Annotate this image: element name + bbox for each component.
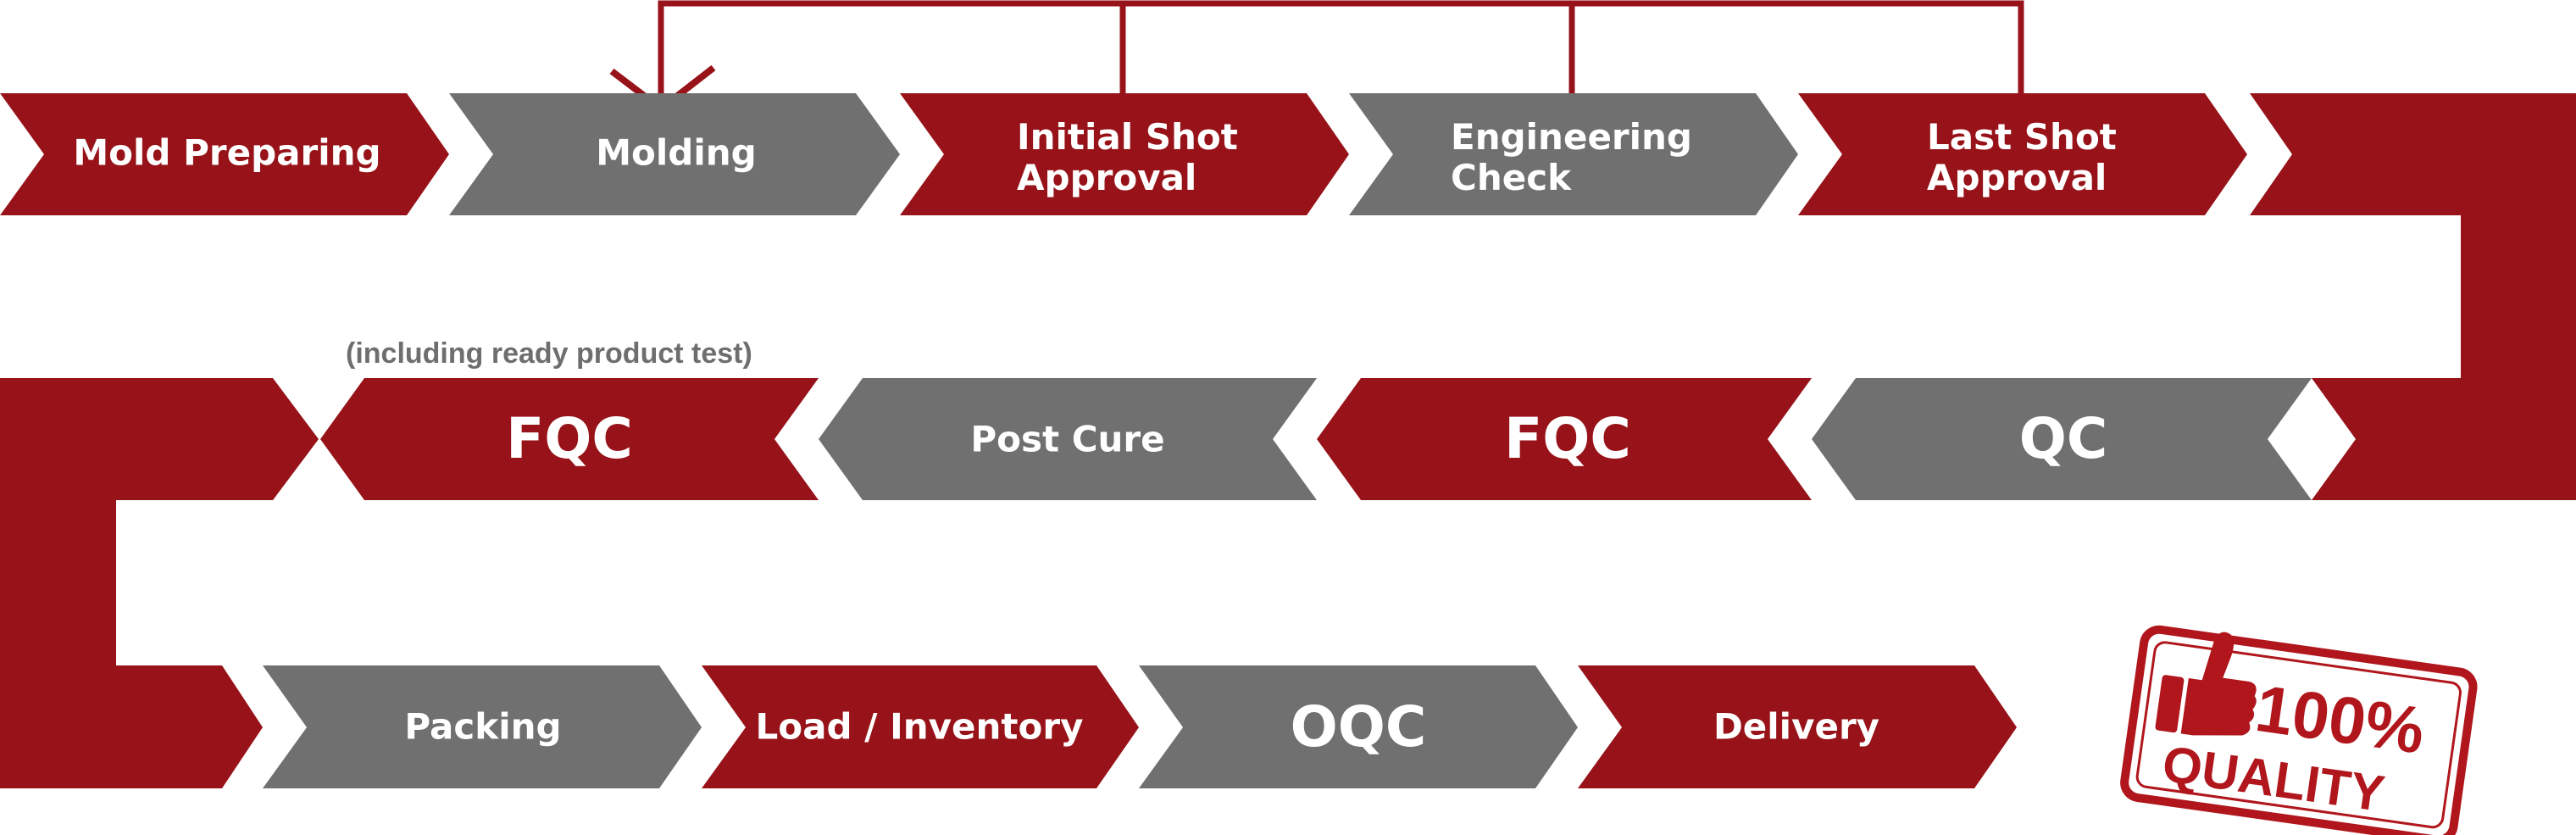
- step-post-cure: Post Cure: [819, 378, 1317, 500]
- row-1: Mold Preparing Molding Initial Shot Appr…: [0, 93, 2247, 215]
- step-mold-preparing: Mold Preparing: [0, 93, 449, 215]
- step-label-line-2: Approval: [1017, 157, 1196, 198]
- connector-right: [2250, 93, 2576, 500]
- row-3: Packing Load / Inventory OQC Delivery: [263, 665, 2017, 788]
- step-fqc-1: FQC: [1317, 378, 1812, 500]
- step-label-line-2: Check: [1451, 157, 1572, 198]
- step-qc: QC: [1812, 378, 2312, 500]
- thumbs-up-icon: [2155, 632, 2257, 736]
- step-fqc-2: FQC: [320, 378, 819, 500]
- stamp-border: [2120, 625, 2478, 835]
- step-molding: Molding: [449, 93, 900, 215]
- step-label: QC: [2019, 406, 2108, 471]
- feedback-loop: [609, 0, 2024, 114]
- quality-stamp: 100% QUALITY: [2120, 625, 2478, 835]
- step-delivery: Delivery: [1578, 665, 2017, 788]
- step-label: Post Cure: [970, 419, 1164, 460]
- step-last-shot-approval: Last Shot Approval: [1798, 93, 2247, 215]
- feedback-line: [658, 0, 2024, 109]
- step-initial-shot-approval: Initial Shot Approval: [900, 93, 1349, 215]
- step-packing: Packing: [263, 665, 702, 788]
- step-label: FQC: [1504, 406, 1631, 471]
- step-label-line-1: Engineering: [1451, 116, 1692, 158]
- svg-text:Engineering Check: Engineering Check: [1451, 116, 1705, 198]
- step-label: Load / Inventory: [756, 706, 1084, 748]
- stamp-inner-border: [2135, 641, 2462, 829]
- step-label: Packing: [404, 706, 561, 748]
- step-engineering-check: Engineering Check: [1349, 93, 1798, 215]
- svg-text:Initial Shot Approval: Initial Shot Approval: [1017, 116, 1250, 198]
- step-label: OQC: [1291, 694, 1427, 760]
- step-label: FQC: [506, 406, 633, 471]
- step-label: Molding: [596, 132, 756, 174]
- step-oqc: OQC: [1139, 665, 1578, 788]
- step-load-inventory: Load / Inventory: [702, 665, 1139, 788]
- svg-text:Last Shot Approval: Last Shot Approval: [1927, 116, 2129, 198]
- step-label-line-1: Last Shot: [1927, 116, 2117, 158]
- fqc-note: (including ready product test): [346, 337, 752, 370]
- step-label: Mold Preparing: [73, 132, 380, 174]
- step-label-line-2: Approval: [1927, 157, 2107, 198]
- row-2: QC FQC Post Cure FQC (including ready pr…: [320, 337, 2312, 500]
- step-label-line-1: Initial Shot: [1017, 116, 1238, 158]
- step-label: Delivery: [1713, 706, 1879, 748]
- connector-left: [0, 378, 319, 788]
